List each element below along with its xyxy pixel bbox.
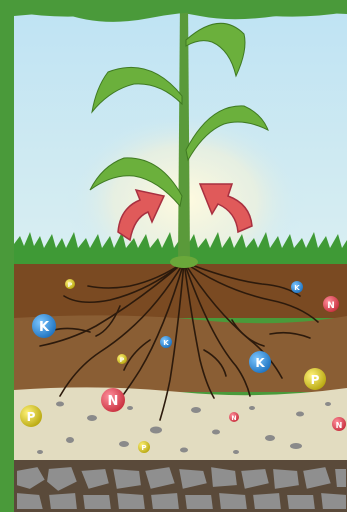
phosphorus-label: P (141, 444, 146, 452)
phosphorus-ball: P (304, 368, 326, 390)
phosphorus-label: P (68, 282, 73, 289)
nitrogen-label: N (231, 415, 236, 422)
phosphorus-label: P (120, 357, 125, 364)
potassium-label: K (255, 356, 265, 370)
potassium-ball: K (249, 351, 271, 373)
phosphorus-label: P (27, 410, 36, 424)
potassium-label: K (294, 284, 300, 292)
phosphorus-ball: P (20, 405, 42, 427)
nitrogen-ball: N (323, 296, 339, 312)
potassium-label: K (39, 320, 50, 335)
nitrogen-label: N (327, 301, 335, 311)
phosphorus-ball: P (117, 354, 127, 364)
nitrogen-label: N (108, 394, 119, 409)
nitrogen-label: N (336, 421, 343, 430)
nitrogen-ball: N (229, 412, 239, 422)
nitrogen-ball: N (332, 417, 346, 431)
potassium-ball: K (291, 281, 303, 293)
potassium-label: K (163, 339, 169, 347)
phosphorus-ball: P (65, 279, 75, 289)
stem-base (170, 256, 198, 268)
potassium-ball: K (32, 314, 56, 338)
potassium-ball: K (160, 336, 172, 348)
phosphorus-ball: P (138, 441, 150, 453)
subsoil-layer (14, 315, 347, 392)
phosphorus-label: P (311, 373, 320, 387)
nitrogen-ball: N (101, 388, 125, 412)
